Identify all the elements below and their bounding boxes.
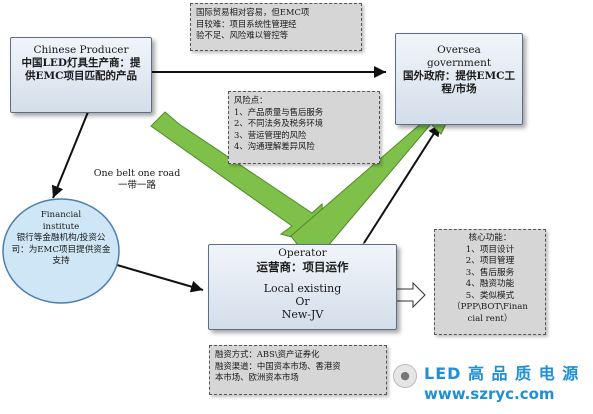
financing-note-line: 融资渠道：中国资本市场、香港资 — [215, 360, 341, 371]
financing-note-line: 本市场、欧洲资本市场 — [215, 372, 299, 382]
core-note-line: 核心功能： — [468, 233, 512, 243]
producer-financial-arrow — [51, 98, 99, 199]
belt-road-en: One belt one road — [93, 168, 181, 179]
chinese-producer-box: Chinese Producer 中国LED灯具生产商：提供EMC项目匹配的产品 — [10, 37, 152, 113]
oversea-government-desc: 国外政府：提供EMC工程/市场 — [403, 70, 515, 95]
belt-road-label: One belt one road 一带一路 — [84, 168, 190, 192]
operator-detail-3: New-JV — [281, 308, 324, 321]
oversea-government-box: Oversea government 国外政府：提供EMC工程/市场 — [395, 33, 523, 125]
operator-desc: 运营商：项目运作 — [256, 260, 349, 274]
watermark-brand: LED 高 品 质 电 源 — [424, 364, 580, 383]
belt-road-zh: 一带一路 — [117, 180, 156, 191]
chinese-producer-title: Chinese Producer — [33, 44, 129, 56]
financial-operator-arrow — [103, 255, 204, 293]
watermark-url: www.szryc.com — [424, 385, 555, 403]
financial-institute-title: Financial institute — [40, 210, 82, 232]
operator-box: Operator 运营商：项目运作 Local existing Or New-… — [208, 244, 397, 330]
financial-institute-ellipse — [2, 198, 120, 304]
trade-note-line: 国际贸易相对容易，但EMC项 — [196, 7, 310, 17]
chinese-producer-desc: 中国LED灯具生产商：提供EMC项目匹配的产品 — [21, 57, 141, 82]
core-note-line: 4、融资功能 — [465, 279, 515, 289]
watermark: LED 高 品 质 电 源 www.szryc.com — [424, 364, 584, 404]
operator-detail-1: Local existing — [263, 282, 342, 295]
operator-government-arrow — [352, 123, 441, 257]
risk-note-line: 风险点： — [234, 95, 268, 105]
trade-note-line: 目较难：项目系统性管理经 — [196, 18, 297, 29]
risk-note-line: 1、产品质量与售后服务 — [234, 106, 324, 117]
core-note-line: 2、项目管理 — [465, 256, 515, 266]
financing-note-line: 融资方式：ABS\资产证券化 — [215, 349, 320, 359]
core-note-line: 3、售后服务 — [465, 267, 515, 278]
core-note-line: （PPP\BOT\Finan — [452, 302, 528, 312]
core-note-line: cial rent） — [467, 313, 513, 324]
financing-note: 融资方式：ABS\资产证券化 融资渠道：中国资本市场、香港资 本市场、欧洲资本市… — [209, 345, 387, 395]
operator-title: Operator — [278, 247, 327, 259]
core-note-line: 1、项目设计 — [465, 244, 515, 255]
core-functions-note: 核心功能： 1、项目设计 2、项目管理 3、售后服务 4、融资功能 5、类似模式… — [434, 229, 546, 335]
operator-to-core-arrow — [395, 281, 426, 309]
oversea-government-title: Oversea government — [426, 44, 492, 69]
financial-institute-label: Financial institute 银行等金融机构/投资公司：为EMC项目提… — [8, 210, 114, 268]
operator-detail-2: Or — [295, 295, 310, 308]
risk-note: 风险点： 1、产品质量与售后服务 2、不同法务及税务环境 3、营运管理的风险 4… — [228, 91, 380, 164]
financial-institute-desc: 银行等金融机构/投资公司：为EMC项目提供资金支持 — [11, 233, 111, 266]
risk-note-line: 2、不同法务及税务环境 — [234, 118, 324, 128]
trade-note-line: 验不足、风险难以管控等 — [196, 30, 289, 40]
risk-note-line: 3、营运管理的风险 — [234, 129, 307, 140]
core-note-line: 5、类似模式 — [465, 290, 515, 301]
trade-note: 国际贸易相对容易，但EMC项 目较难：项目系统性管理经 验不足、风险难以管控等 — [190, 3, 362, 51]
wechat-icon: ● — [393, 364, 417, 388]
risk-note-line: 4、沟通理解差异风险 — [234, 141, 315, 151]
